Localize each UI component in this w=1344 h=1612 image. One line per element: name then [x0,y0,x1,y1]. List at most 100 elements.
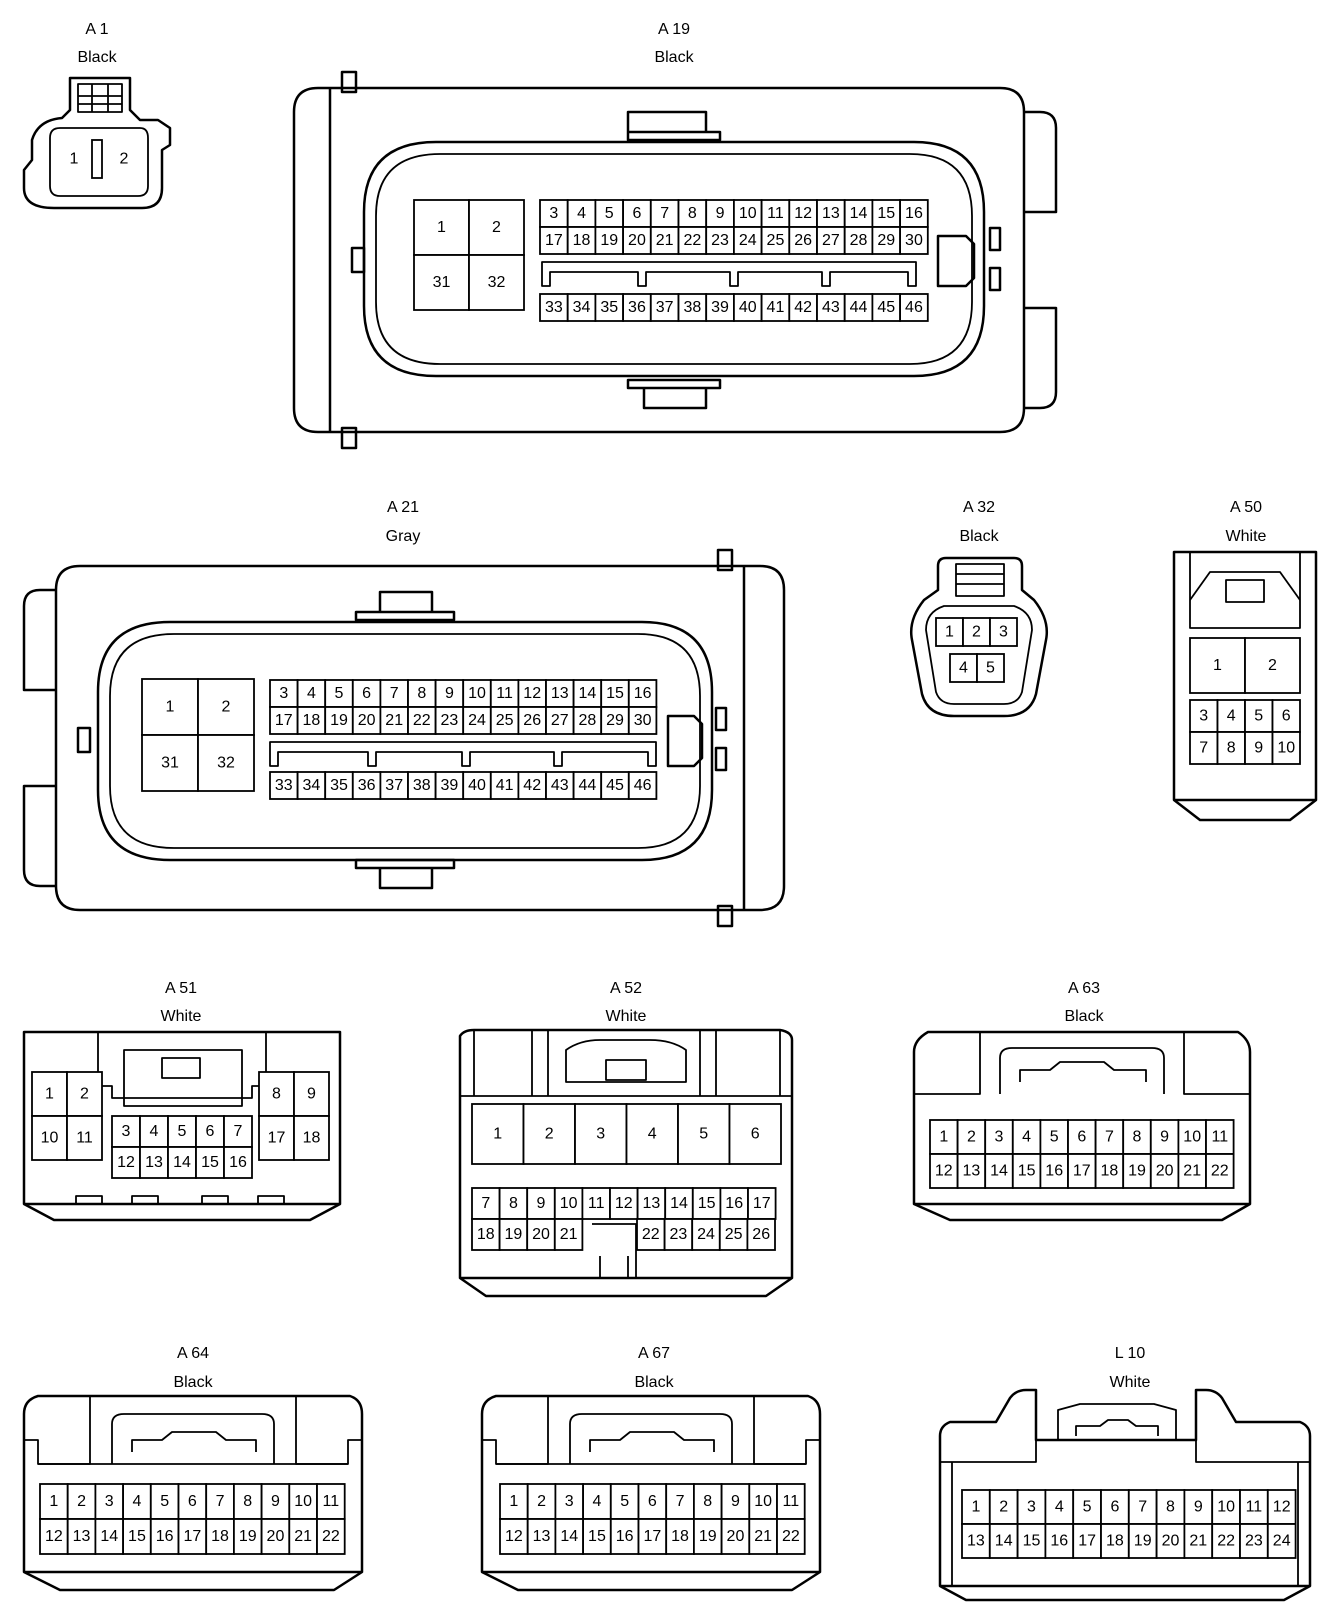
a1-pin-label: 2 [120,151,129,168]
a21-pin-label: 19 [330,712,348,729]
l10-pin-label: 10 [1217,1499,1235,1516]
a51-pin-cell [66,1115,103,1161]
label-a64-code: A 64 [177,1345,209,1362]
a19-pin-cell [788,293,818,322]
a21-pin-label: 30 [634,712,652,729]
a51-pin-label: 13 [145,1154,163,1171]
a21-pin-cell [489,771,520,800]
l10-pin-label: 14 [995,1533,1013,1550]
a52-pin-label: 12 [615,1195,633,1212]
label-a19-code: A 19 [658,21,690,38]
a63-pin-cell [1205,1119,1235,1155]
a67-pin-cell [665,1518,695,1555]
a19-pin-label: 15 [877,205,895,222]
a64-pin-label: 22 [322,1528,340,1545]
a21-pin-label: 8 [417,685,426,702]
a64-pin-label: 8 [243,1493,252,1510]
a19-pin-cell [788,226,818,255]
a21-pin-cell [379,771,409,800]
label-a32-color: Black [959,528,999,545]
a21-pin-cell [489,679,520,708]
a51-pin-cell [293,1071,330,1117]
a51-pin-cell [223,1146,253,1179]
a21-pin-cell [351,706,382,735]
a21-pin-label: 23 [441,712,459,729]
a63-pin-label: 10 [1183,1129,1201,1146]
a67-pin-label: 13 [533,1528,551,1545]
a52-pin-label: 9 [537,1195,546,1212]
a64-pin-label: 6 [188,1493,197,1510]
a63-pin-label: 7 [1105,1129,1114,1146]
a67-pin-cell [554,1518,585,1555]
a21-pin-label: 33 [275,777,293,794]
a51-pin-label: 5 [178,1123,187,1140]
a21-pin-label: 26 [523,712,541,729]
l10-pin-label: 3 [1027,1499,1036,1516]
a21-pin-label: 4 [307,685,316,702]
l10-pin-label: 15 [1023,1533,1041,1550]
a19-pin-label: 30 [905,232,923,249]
a64-pin-label: 9 [271,1493,280,1510]
a1-pin-label: 1 [70,151,79,168]
a21-pin-label: 12 [523,685,541,702]
a19-pin-label: 25 [767,232,785,249]
a50-pin-label: 4 [1227,708,1236,725]
connector-a32-housing [910,556,1048,718]
a50-pin-label: 8 [1227,740,1236,757]
a52-pin-label: 4 [648,1126,657,1143]
a21-pin-cell [517,679,547,708]
l10-pin-cell [1100,1489,1130,1525]
a52-pin-label: 18 [477,1226,495,1243]
a19-pin-label: 35 [600,299,618,316]
a64-pin-cell [94,1518,125,1555]
a19-pin-label: 20 [628,232,646,249]
a21-pin-cell [545,706,575,735]
a21-pin-cell [627,679,658,708]
a51-pin-label: 17 [268,1130,286,1147]
a52-pin-cell [719,1187,749,1220]
a21-pin-label: 21 [385,712,403,729]
a51-pin-label: 12 [117,1154,135,1171]
a50-pin-cell [1244,731,1274,765]
a52-pin-cell [663,1218,694,1251]
a19-pin-cell [843,226,874,255]
a19-pin-label: 45 [877,299,895,316]
a51-pin-label: 6 [206,1123,215,1140]
a21-pin-label: 11 [496,685,513,702]
a63-pin-label: 17 [1073,1163,1091,1180]
a19-pin-label: 41 [767,299,785,316]
a21-pin-cell [627,706,658,735]
a19-pin-cell [899,199,929,228]
a19-pin-cell [733,226,763,255]
a19-pin-label: 11 [767,205,784,222]
a63-pin-label: 21 [1183,1163,1201,1180]
a63-pin-label: 5 [1050,1129,1059,1146]
a64-pin-cell [122,1483,152,1520]
connector-a1-housing [22,76,172,210]
a67-pin-label: 21 [754,1528,772,1545]
a64-pin-label: 20 [267,1528,285,1545]
l10-pin-label: 23 [1245,1533,1263,1550]
a50-pin-label: 10 [1277,740,1295,757]
a52-pin-label: 7 [481,1195,490,1212]
label-a50-code: A 50 [1230,499,1262,516]
a52-pin-label: 2 [545,1126,554,1143]
a52-pin-label: 13 [643,1195,661,1212]
a63-pin-cell [1149,1153,1180,1189]
connector-a64-housing [22,1394,364,1592]
a67-pin-label: 7 [676,1493,685,1510]
a63-pin-label: 12 [935,1163,953,1180]
a64-pin-label: 2 [77,1493,86,1510]
a19-pin-label: 34 [573,299,591,316]
connector-a52-housing [458,1028,794,1298]
a52-pin-cell [574,1103,628,1165]
a50-pin-label: 3 [1199,708,1208,725]
a21-pin-label: 39 [441,777,459,794]
a63-pin-label: 6 [1077,1129,1086,1146]
